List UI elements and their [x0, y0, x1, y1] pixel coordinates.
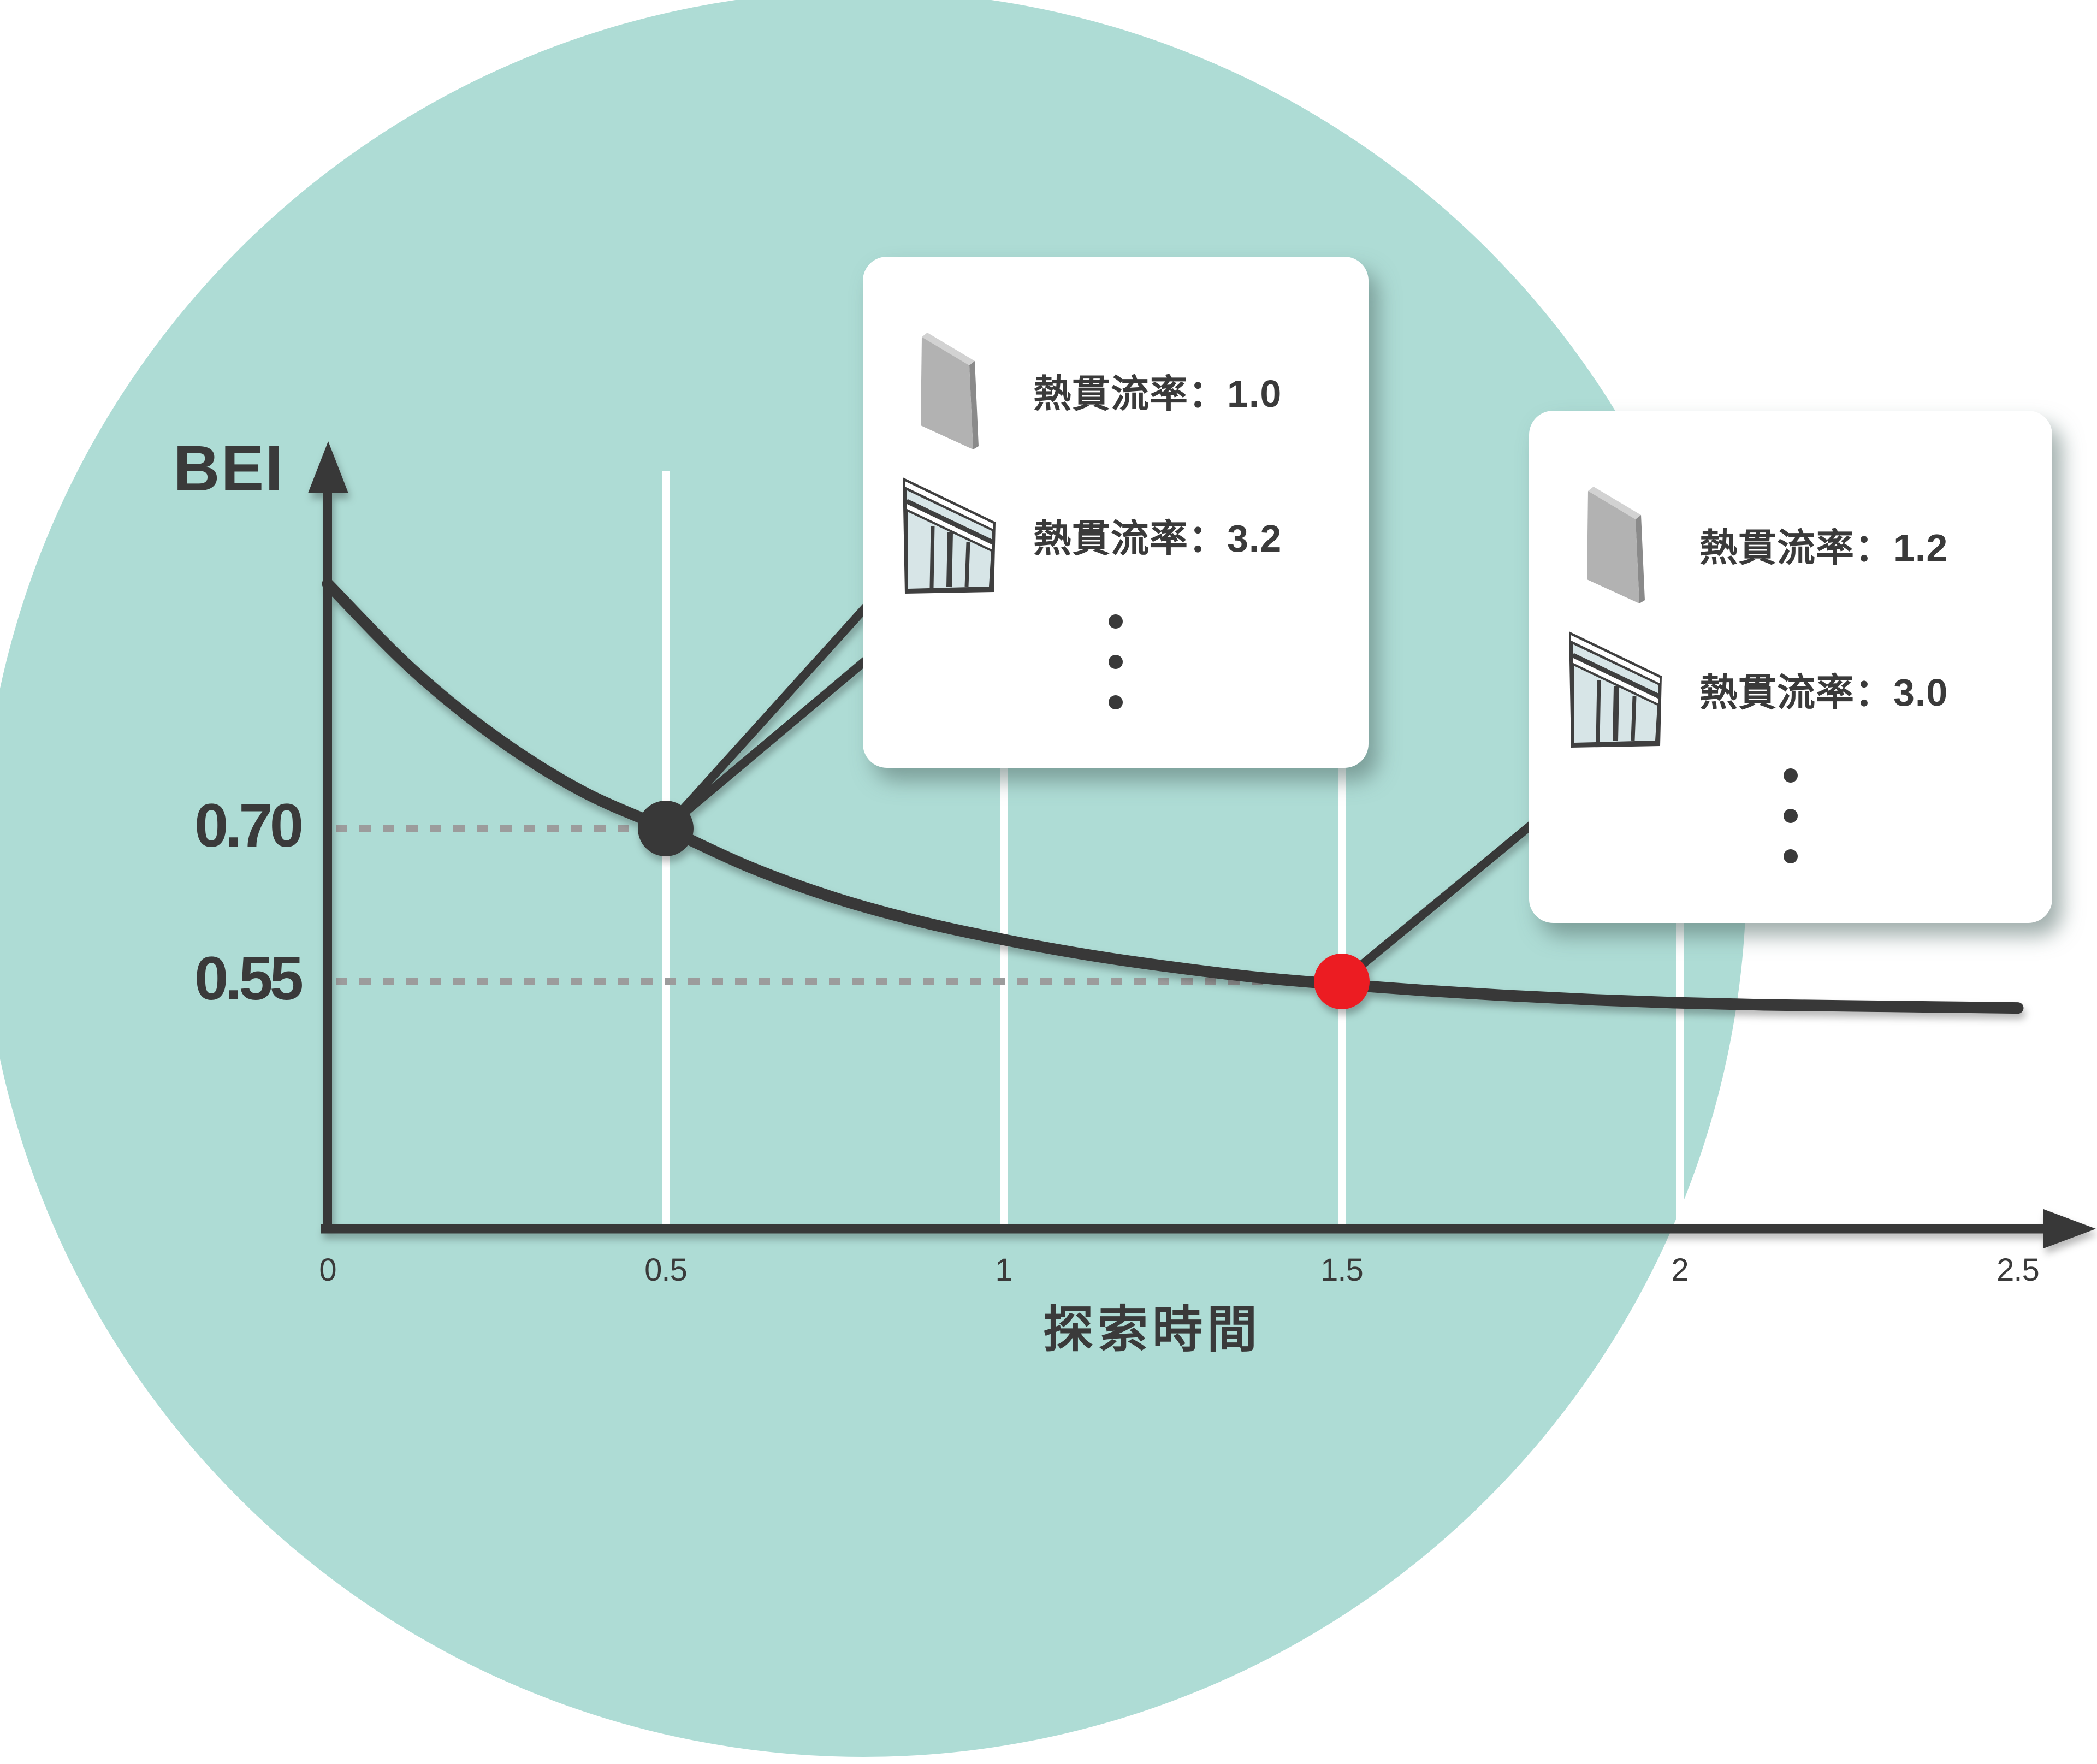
- x-tick-label: 2.5: [1997, 1252, 2040, 1288]
- x-tick-label: 2: [1671, 1252, 1689, 1288]
- window-icon: [901, 470, 999, 601]
- x-tick-label: 1: [995, 1252, 1012, 1288]
- callout-row: 熱貫流率：1.2: [1529, 479, 2052, 610]
- intermediate-solution-point: [638, 801, 694, 856]
- callout-row: 熱貫流率：3.2: [863, 470, 1369, 601]
- x-tick-label: 0: [319, 1252, 336, 1288]
- y-reference-label-070: 0.70: [194, 791, 304, 860]
- x-tick-label: 0.5: [644, 1252, 688, 1288]
- callout-row: 熱貫流率：3.0: [1529, 624, 2052, 755]
- ellipsis-dots: [1529, 768, 2052, 863]
- callout-card-intermediate: 熱貫流率：1.0 熱貫流率：3.2: [863, 257, 1369, 768]
- ellipsis-dots: [863, 614, 1369, 709]
- x-axis-label: 探索時間: [1042, 1302, 1261, 1358]
- x-axis-arrowhead: [2043, 1209, 2096, 1248]
- callout-card-best: 熱貫流率：1.2 熱貫流率：3.0: [1529, 411, 2052, 923]
- thermal-transmittance-value: 熱貫流率：1.2: [1699, 526, 1948, 569]
- thermal-transmittance-value: 熱貫流率：3.2: [1033, 517, 1282, 560]
- wall-panel-icon: [1567, 479, 1666, 610]
- window-icon: [1567, 624, 1666, 755]
- thermal-transmittance-value: 熱貫流率：1.0: [1033, 372, 1282, 415]
- x-tick-label: 1.5: [1320, 1252, 1364, 1288]
- y-reference-label-055: 0.55: [194, 944, 304, 1013]
- y-axis-label: BEI: [173, 433, 284, 505]
- y-axis-arrowhead: [308, 441, 348, 493]
- bei-curve: [322, 578, 2024, 1014]
- callout-row: 熱貫流率：1.0: [863, 325, 1369, 456]
- wall-panel-icon: [901, 325, 999, 456]
- thermal-transmittance-value: 熱貫流率：3.0: [1699, 671, 1948, 714]
- best-solution-point: [1314, 954, 1370, 1010]
